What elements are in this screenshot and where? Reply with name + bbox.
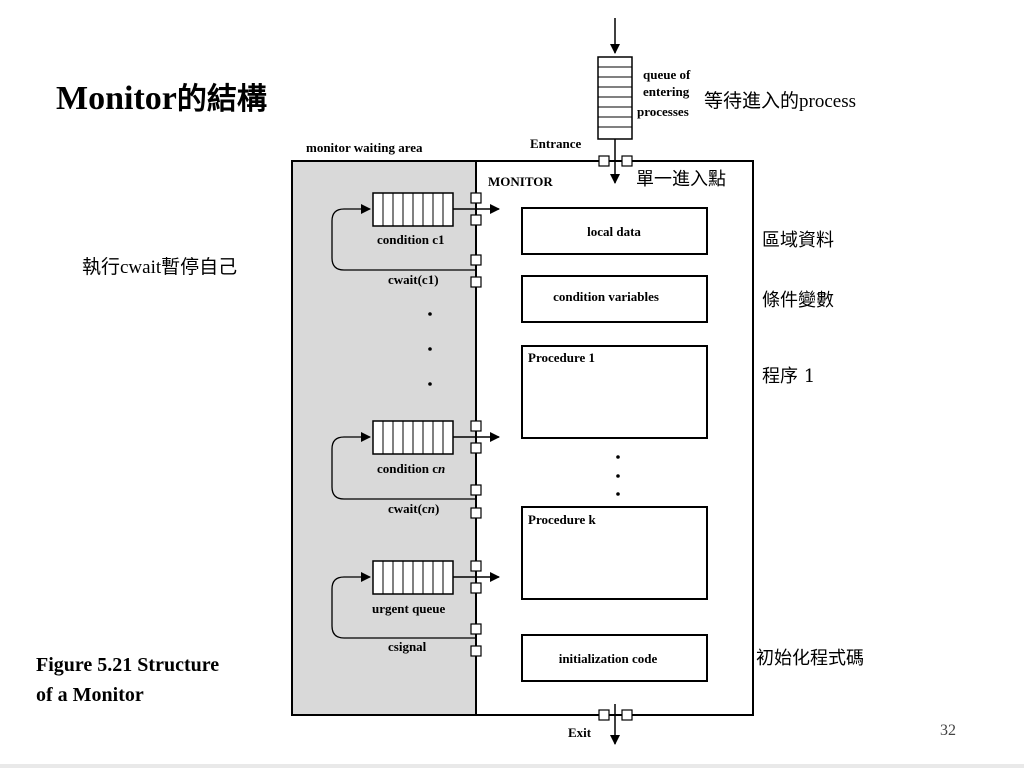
urgent-queue-label: urgent queue <box>372 601 446 616</box>
condition-c1-queue <box>372 192 454 227</box>
page-number: 32 <box>940 722 956 739</box>
exit-port-right <box>621 709 633 721</box>
condition-cn-label: condition cn <box>377 461 445 476</box>
initialization-code-box <box>521 634 708 682</box>
procedure-1-box <box>521 345 708 439</box>
exit-port-left <box>598 709 610 721</box>
entering-process-note: 等待進入的process <box>704 91 856 112</box>
condition-cn-queue <box>372 420 454 455</box>
entrance-port-left <box>598 155 610 167</box>
monitor-label: MONITOR <box>488 174 553 189</box>
caption-line-1: Figure 5.21 Structure <box>36 654 220 676</box>
c1-port-bottom <box>470 254 482 266</box>
caption-line-2: of a Monitor <box>36 684 144 706</box>
exit-label: Exit <box>568 725 592 740</box>
title-cjk: 的結構 <box>176 82 267 117</box>
procedure-1-label: Procedure 1 <box>528 350 595 365</box>
urgent-port-exit <box>470 645 482 657</box>
initialization-code-label: initialization code <box>559 651 658 666</box>
procedure-k-label: Procedure k <box>528 512 597 527</box>
c1-loop <box>331 204 476 271</box>
urgent-port-top1 <box>470 560 482 572</box>
condition-c1-label: condition c1 <box>377 232 445 247</box>
figure-caption: Figure 5.21 Structure of a Monitor <box>36 650 286 710</box>
ellipsis-dot <box>428 382 432 386</box>
ellipsis-dot <box>428 347 432 351</box>
init-code-note: 初始化程式碼 <box>756 648 864 669</box>
queue-label-line2: entering <box>643 84 690 99</box>
local-data-box <box>521 207 708 255</box>
ellipsis-dot <box>616 474 620 478</box>
urgent-loop <box>331 572 476 639</box>
condition-variables-label: condition variables <box>553 289 659 304</box>
urgent-port-bottom <box>470 623 482 635</box>
queue-label-line3: processes <box>637 104 689 119</box>
c1-port-exit <box>470 276 482 288</box>
procedure-k-box <box>521 506 708 600</box>
cwait-cn-label: cwait(cn) <box>388 501 439 516</box>
cwait-c1-label: cwait(c1) <box>388 272 439 287</box>
cn-port-bottom <box>470 484 482 496</box>
footer-bar <box>0 764 1024 768</box>
entrance-label: Entrance <box>530 136 582 151</box>
procedure1-note: 程序 1 <box>762 366 816 387</box>
urgent-port-top2 <box>470 582 482 594</box>
ellipsis-dot <box>428 312 432 316</box>
cwait-self-note: 執行cwait暫停自己 <box>82 257 238 278</box>
cn-port-top1 <box>470 420 482 432</box>
queue-label-line1: queue of <box>643 67 691 82</box>
condition-variables-note: 條件變數 <box>762 290 834 311</box>
single-entry-note: 單一進入點 <box>636 169 726 190</box>
condition-variables-box <box>521 275 708 323</box>
csignal-label: csignal <box>388 639 427 654</box>
local-data-label: local data <box>587 224 641 239</box>
ellipsis-dot <box>616 455 620 459</box>
c1-port-top2 <box>470 214 482 226</box>
slide-title: Monitor的結構 <box>56 74 267 118</box>
urgent-queue <box>372 560 454 595</box>
cn-loop <box>331 432 476 500</box>
entering-queue <box>597 56 633 140</box>
waiting-area-label: monitor waiting area <box>306 140 423 155</box>
cn-port-exit <box>470 507 482 519</box>
entrance-port-right <box>621 155 633 167</box>
cn-port-top2 <box>470 442 482 454</box>
title-latin: Monitor <box>56 80 177 117</box>
c1-port-top1 <box>470 192 482 204</box>
ellipsis-dot <box>616 492 620 496</box>
local-data-note: 區域資料 <box>762 230 834 251</box>
